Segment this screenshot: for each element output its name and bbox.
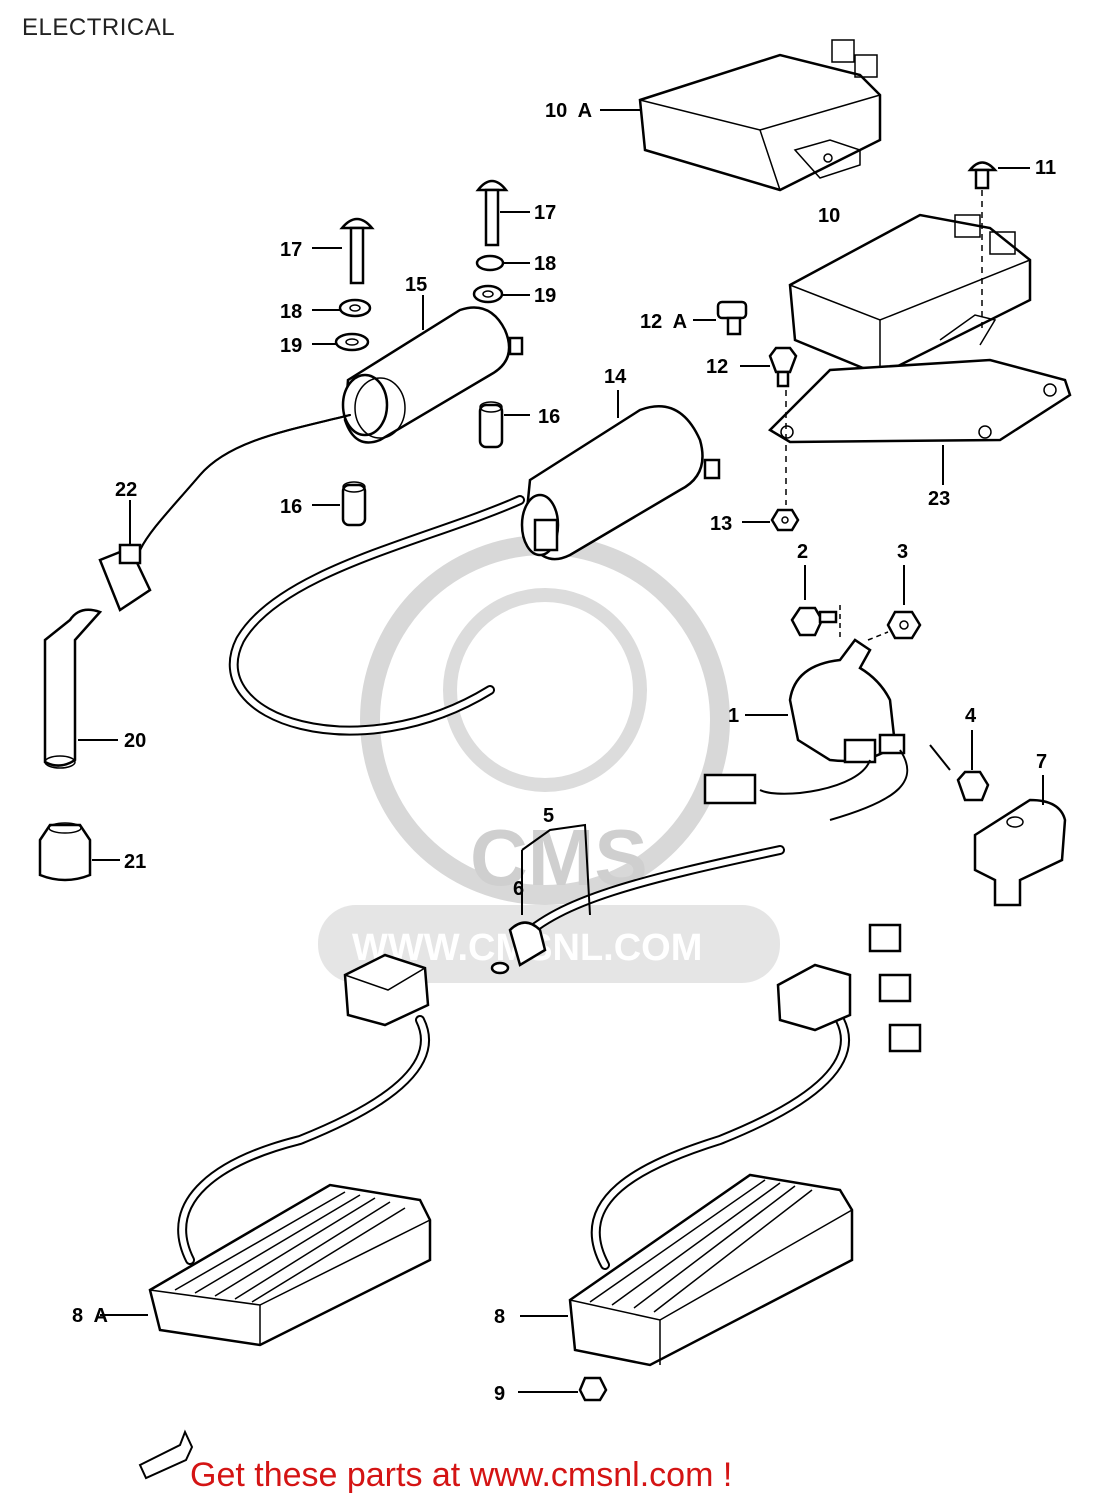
bolt-17-left[interactable]: [339, 217, 375, 285]
shop-link[interactable]: Get these parts at www.cmsnl.com !: [190, 1456, 733, 1494]
washer-18-left[interactable]: [338, 298, 372, 318]
callout-3[interactable]: 3: [897, 541, 908, 563]
callout-17-left[interactable]: 17: [280, 239, 302, 261]
washer-18-middle[interactable]: [475, 254, 505, 272]
front-direction-arrow-icon: [138, 1429, 194, 1480]
callout-12a[interactable]: 12 A: [640, 311, 687, 333]
relay-wiring: [703, 744, 951, 821]
terminal-6[interactable]: [490, 921, 547, 975]
washer-19-left[interactable]: [334, 332, 370, 352]
regulator-rectifier-8a[interactable]: [148, 1183, 432, 1347]
cap-16-upper[interactable]: [478, 401, 504, 449]
callout-10[interactable]: 10: [818, 205, 840, 227]
callout-4[interactable]: 4: [965, 705, 977, 727]
screw-9[interactable]: [578, 1376, 608, 1402]
callout-9[interactable]: 9: [494, 1383, 505, 1405]
igniter-unit-10[interactable]: [788, 213, 1032, 377]
seal-21[interactable]: [38, 822, 92, 882]
bolt-17-middle[interactable]: [475, 179, 509, 247]
callout-16-lower[interactable]: 16: [280, 496, 302, 518]
washer-19-middle[interactable]: [472, 284, 504, 304]
callout-20[interactable]: 20: [124, 730, 146, 752]
screw-11[interactable]: [967, 161, 998, 190]
callout-12[interactable]: 12: [706, 356, 728, 378]
callout-15[interactable]: 15: [405, 274, 427, 296]
cap-4[interactable]: [956, 770, 990, 802]
bolt-2[interactable]: [790, 606, 838, 637]
ignition-coil-15[interactable]: [341, 306, 524, 444]
bracket-23[interactable]: [767, 314, 1072, 444]
callout-13[interactable]: 13: [710, 513, 732, 535]
spark-plug-boot-20[interactable]: [43, 608, 103, 769]
callout-19-left[interactable]: 19: [280, 335, 302, 357]
callout-23[interactable]: 23: [928, 488, 950, 510]
nut-3[interactable]: [886, 610, 922, 640]
callout-8[interactable]: 8: [494, 1306, 505, 1328]
page-title: ELECTRICAL: [22, 14, 176, 41]
callout-16-upper[interactable]: 16: [538, 406, 560, 428]
regulator-rectifier-8[interactable]: [568, 1173, 854, 1367]
callout-7[interactable]: 7: [1036, 751, 1047, 773]
connector-8[interactable]: [776, 923, 922, 1053]
callout-19-middle[interactable]: 19: [534, 285, 556, 307]
callout-14[interactable]: 14: [604, 366, 627, 388]
cover-7[interactable]: [973, 798, 1067, 907]
callout-1[interactable]: 1: [728, 705, 739, 727]
connector-8a[interactable]: [343, 953, 430, 1027]
plug-cap-connector-22[interactable]: [98, 543, 152, 612]
callout-18-middle[interactable]: 18: [534, 253, 556, 275]
bolt-12[interactable]: [768, 346, 798, 388]
callout-22[interactable]: 22: [115, 479, 137, 501]
callout-labels: 1 2 3 4 5 6 7 8 A 8 9 10 A 10 11 12 A 12…: [72, 100, 1056, 1405]
starter-relay-1[interactable]: [788, 638, 906, 764]
ignition-coil-14[interactable]: [520, 405, 721, 561]
callout-18-left[interactable]: 18: [280, 301, 302, 323]
nut-13[interactable]: [770, 508, 800, 532]
callout-11[interactable]: 11: [1035, 157, 1056, 179]
igniter-unit-10a[interactable]: [638, 39, 882, 192]
cap-16-lower[interactable]: [341, 481, 367, 527]
callout-21[interactable]: 21: [124, 851, 146, 873]
callout-17-middle[interactable]: 17: [534, 202, 556, 224]
bolt-12a[interactable]: [716, 300, 748, 336]
callout-5[interactable]: 5: [543, 805, 554, 827]
callout-6[interactable]: 6: [513, 878, 524, 900]
callout-8a[interactable]: 8 A: [72, 1305, 108, 1327]
callout-2[interactable]: 2: [797, 541, 808, 563]
callout-10a[interactable]: 10 A: [545, 100, 592, 122]
